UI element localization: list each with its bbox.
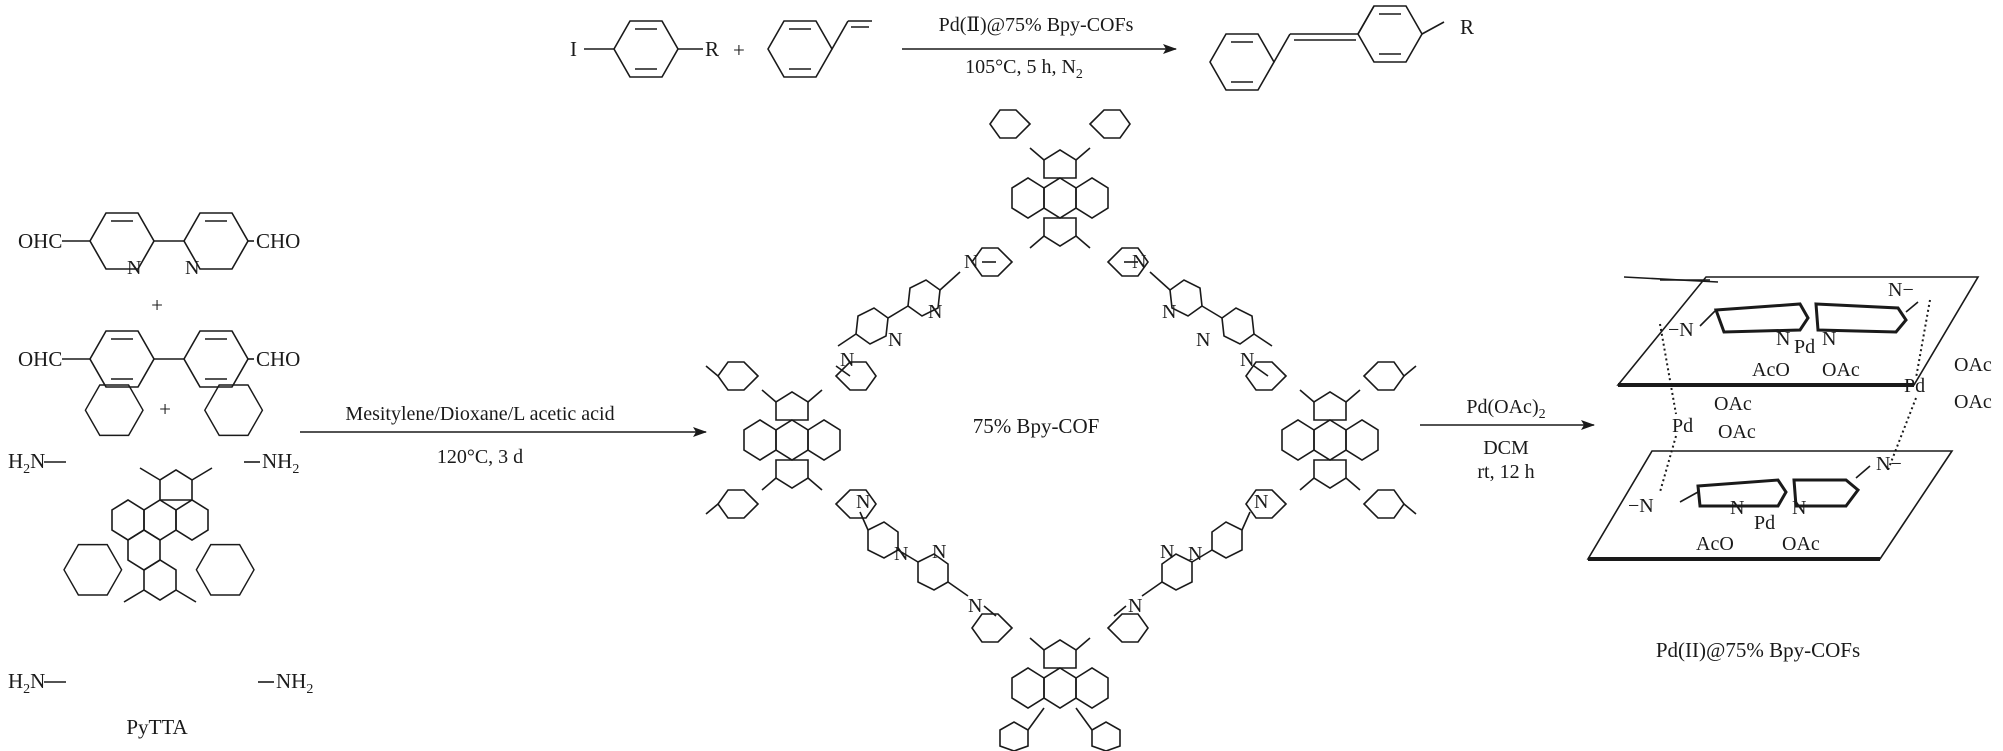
svg-text:AcO: AcO <box>1752 359 1790 381</box>
bipyridine-dialdehyde-structure: OHC CHO N N <box>18 212 300 279</box>
svg-text:N: N <box>1160 541 1174 563</box>
biphenyl-dialdehyde-structure: OHC CHO <box>18 330 300 388</box>
lower-bpy-unit: N− −N N N Pd AcO OAc <box>1628 453 1902 555</box>
cof-center-label: 75% Bpy-COF <box>973 414 1100 438</box>
plus-sign-top: + <box>733 38 745 62</box>
svg-text:OAc: OAc <box>1954 354 1992 376</box>
svg-text:N: N <box>1254 491 1268 513</box>
step2-conditions-label: rt, 12 h <box>1477 461 1534 483</box>
step1-arrow-group: Mesitylene/Dioxane/L acetic acid 120°C, … <box>300 403 707 468</box>
lower-imine-right: N− <box>1876 453 1902 475</box>
top-heck-reaction: I R + Pd(Ⅱ)@75% Bpy-COFs 105°C, 5 h, N2 <box>570 5 1474 91</box>
svg-text:N: N <box>1822 328 1836 350</box>
svg-text:N: N <box>1162 301 1176 323</box>
upper-imine-right: N− <box>1888 279 1914 301</box>
cof-pyrene-node-right <box>1245 361 1417 519</box>
pd-cof-label: Pd(II)@75% Bpy-COFs <box>1656 638 1860 662</box>
svg-text:Pd: Pd <box>1672 415 1693 437</box>
step2-arrow-group: Pd(OAc)2 DCM rt, 12 h <box>1420 396 1595 483</box>
plus-sign-2: + <box>159 397 171 421</box>
svg-text:N: N <box>964 251 978 273</box>
svg-text:N: N <box>1188 543 1202 565</box>
step1-solvent-label: Mesitylene/Dioxane/L acetic acid <box>345 403 614 425</box>
middle-pd-right: Pd OAc OAc <box>1887 299 1992 471</box>
svg-text:N: N <box>840 349 854 371</box>
step2-reagent-label: Pd(OAc)2 <box>1466 396 1545 422</box>
upper-imine-left: −N <box>1668 319 1694 341</box>
cof-network-structure: N N N N N N N N N <box>705 109 1417 751</box>
bpy-n-label-2: N <box>185 257 199 279</box>
top-catalyst-label: Pd(Ⅱ)@75% Bpy-COFs <box>939 14 1134 36</box>
bp-cho-label: CHO <box>256 347 300 371</box>
monomer-column: OHC CHO N N + OHC CHO + <box>8 212 313 739</box>
upper-pd-label: Pd <box>1794 336 1815 358</box>
svg-text:N: N <box>1240 349 1254 371</box>
svg-text:N: N <box>888 329 902 351</box>
bpy-n-label-1: N <box>127 257 141 279</box>
svg-text:OAc: OAc <box>1714 393 1752 415</box>
cof-pyrene-node-bottom <box>971 613 1149 751</box>
aryl-iodide-structure: I R <box>570 20 719 78</box>
iodine-atom-label: I <box>570 37 577 61</box>
r-group-label: R <box>705 37 719 61</box>
svg-text:N: N <box>1792 497 1806 519</box>
lower-pd-label: Pd <box>1754 512 1775 534</box>
svg-text:OAc: OAc <box>1718 421 1756 443</box>
cof-pyrene-node-top <box>971 109 1149 277</box>
svg-text:Pd: Pd <box>1904 375 1925 397</box>
upper-bpy-unit: −N N− N N Pd AcO OAc <box>1668 279 1919 381</box>
svg-text:N: N <box>856 491 870 513</box>
stilbene-product-structure: R <box>1209 5 1474 91</box>
svg-text:OAc: OAc <box>1954 391 1992 413</box>
top-conditions-label: 105°C, 5 h, N2 <box>965 56 1083 82</box>
plus-sign-1: + <box>151 293 163 317</box>
svg-text:N: N <box>1196 329 1210 351</box>
cof-bpy-linker-upper-left: N N N N <box>835 251 996 377</box>
svg-text:AcO: AcO <box>1696 533 1734 555</box>
svg-text:N: N <box>932 541 946 563</box>
pytta-amine-bl: H2N <box>8 669 45 697</box>
svg-text:N: N <box>928 301 942 323</box>
step1-temperature-label: 120°C, 3 d <box>437 446 523 468</box>
pytta-amine-tr: NH2 <box>262 449 299 477</box>
pytta-amine-br: NH2 <box>276 669 313 697</box>
svg-text:N: N <box>1128 595 1142 617</box>
pytta-label: PyTTA <box>126 715 188 739</box>
step2-solvent-label: DCM <box>1483 437 1529 459</box>
styrene-structure <box>767 20 872 78</box>
bpy-ohc-label: OHC <box>18 229 62 253</box>
middle-pd-left: Pd OAc OAc <box>1659 323 1756 493</box>
pd-cof-layers-structure: −N N− N N Pd AcO OAc Pd OAc OAc Pd OAc O… <box>1586 276 1992 662</box>
bp-ohc-label: OHC <box>18 347 62 371</box>
cof-bpy-linker-lower-right: N N N N <box>1113 491 1268 617</box>
svg-text:N: N <box>1132 251 1146 273</box>
svg-text:OAc: OAc <box>1822 359 1860 381</box>
svg-text:N: N <box>1730 497 1744 519</box>
product-r-group-label: R <box>1460 15 1474 39</box>
bpy-cho-label: CHO <box>256 229 300 253</box>
svg-text:OAc: OAc <box>1782 533 1820 555</box>
svg-text:N: N <box>968 595 982 617</box>
lower-imine-left: −N <box>1628 495 1654 517</box>
pytta-structure: H2N NH2 H2N NH2 PyTTA <box>8 384 313 739</box>
cof-bpy-linker-lower-left: N N N N <box>856 491 997 617</box>
pytta-amine-tl: H2N <box>8 449 45 477</box>
svg-text:N: N <box>1776 328 1790 350</box>
cof-pyrene-node-left <box>705 361 877 519</box>
svg-text:N: N <box>894 543 908 565</box>
cof-bpy-linker-upper-right: N N N N <box>1124 251 1273 377</box>
